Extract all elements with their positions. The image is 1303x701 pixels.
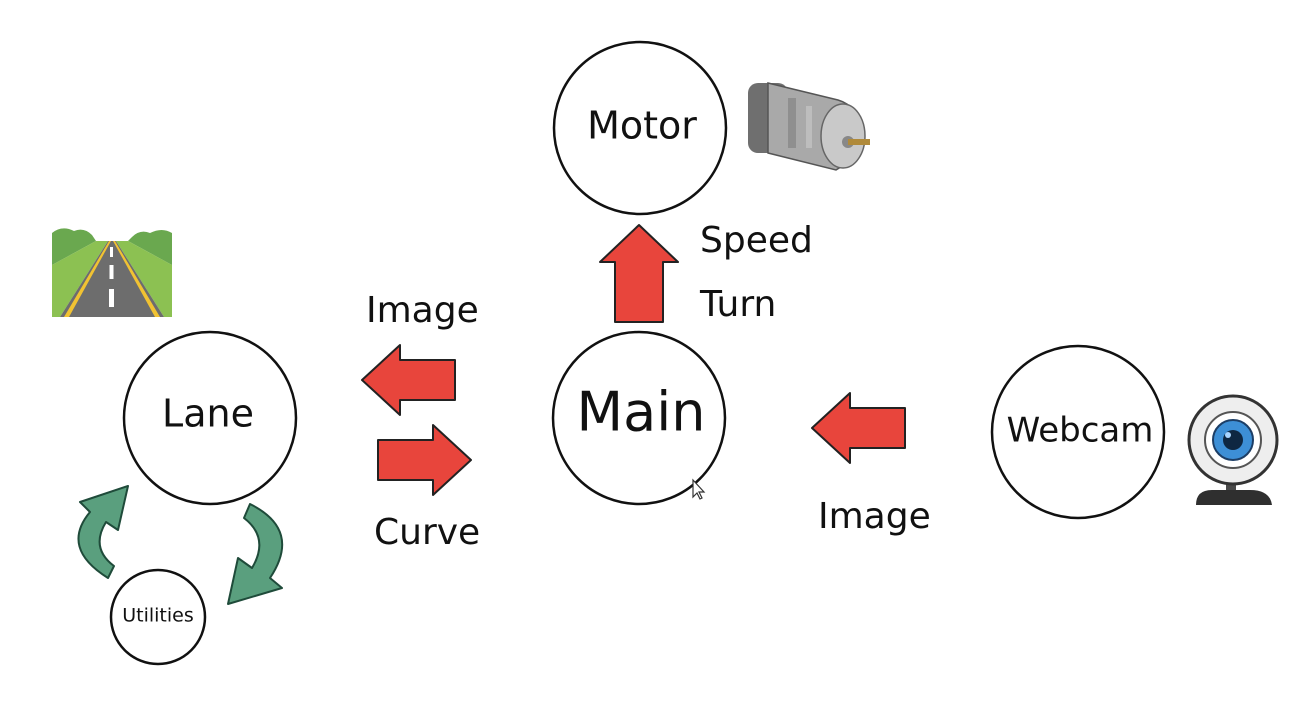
cycle-arrow-down [227, 503, 284, 605]
curve-label: Curve [374, 512, 480, 553]
utilities-node: Utilities [109, 568, 207, 666]
main-node-label: Main [577, 381, 706, 444]
mouse-cursor-icon [692, 478, 706, 500]
cycle-arrows-icon [77, 485, 284, 605]
main-to-lane-arrow [361, 344, 456, 416]
lane-to-main-arrow [377, 424, 472, 496]
road-icon [52, 225, 172, 317]
webcam-icon [1187, 394, 1279, 505]
webcam-node-label: Webcam [1007, 411, 1154, 451]
image-from-webcam-label: Image [818, 496, 931, 537]
webcam-node-circle [990, 344, 1166, 520]
motor-node-label: Motor [587, 104, 697, 148]
main-to-motor-arrow [599, 224, 679, 323]
main-node: Main [551, 330, 727, 506]
utilities-node-circle [109, 568, 207, 666]
motor-node: Motor [552, 40, 728, 216]
dc-motor-icon [748, 82, 870, 171]
image-to-lane-label: Image [366, 290, 479, 331]
motor-node-circle [552, 40, 728, 216]
speed-label: Speed [700, 220, 813, 261]
turn-label: Turn [699, 284, 776, 325]
lane-node-label: Lane [162, 392, 254, 436]
webcam-to-main-arrow [811, 392, 906, 464]
main-node-circle [551, 330, 727, 506]
webcam-node: Webcam [990, 344, 1166, 520]
lane-node-circle [122, 330, 298, 506]
lane-node: Lane [122, 330, 298, 506]
utilities-node-label: Utilities [122, 605, 194, 627]
cycle-arrow-up [77, 485, 129, 579]
